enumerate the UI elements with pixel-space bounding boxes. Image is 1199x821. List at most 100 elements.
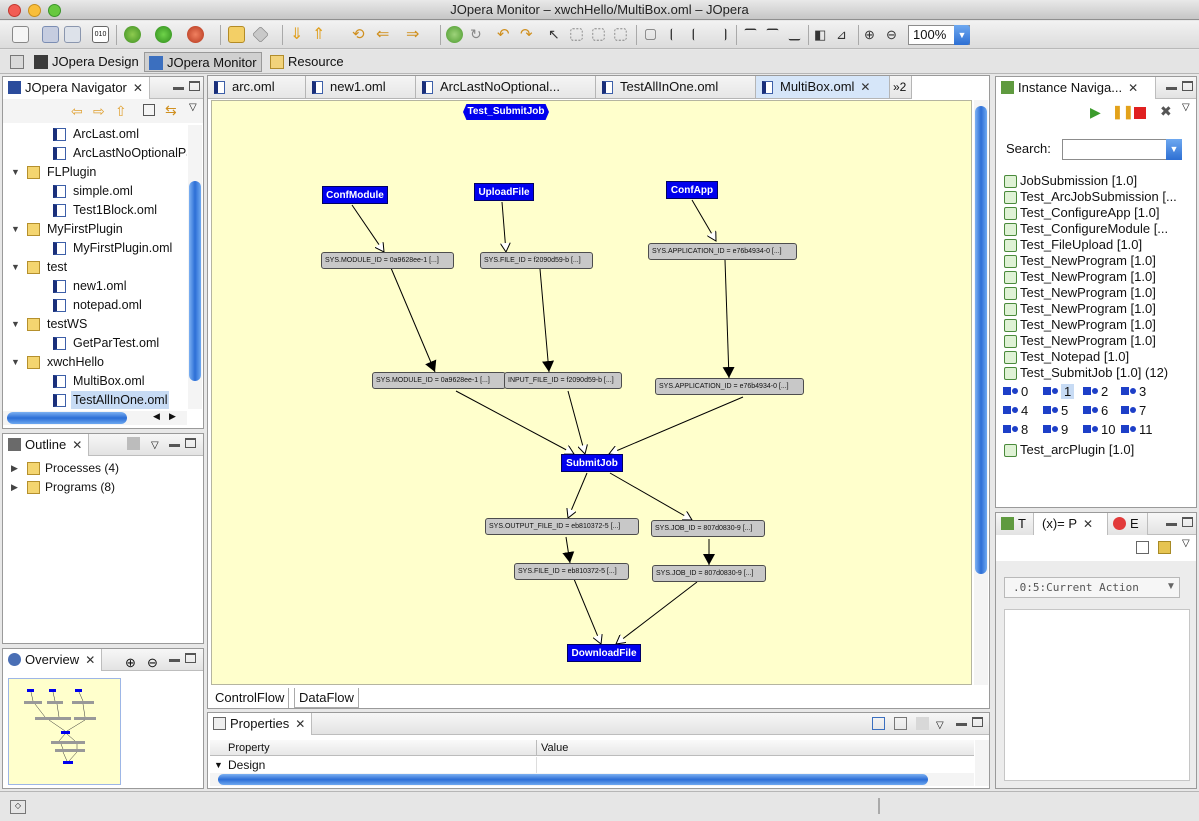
restore-default-icon[interactable] bbox=[916, 717, 929, 730]
view-menu-icon[interactable]: ▽ bbox=[936, 720, 944, 731]
perspective-resource[interactable]: Resource bbox=[266, 52, 348, 72]
view-menu-icon[interactable]: ▽ bbox=[1182, 538, 1190, 549]
column-property[interactable]: Property bbox=[228, 742, 270, 754]
instance-number-item[interactable]: 9 bbox=[1042, 421, 1068, 438]
data-node-module-id-input[interactable]: SYS.MODULE_ID = 0a9628ee-1 [...] bbox=[372, 372, 506, 389]
instance-number-item[interactable]: 11 bbox=[1120, 421, 1153, 438]
instance-item[interactable]: Test_NewProgram [1.0] bbox=[1002, 301, 1156, 317]
chevron-down-icon[interactable]: ▼ bbox=[11, 224, 20, 234]
data-node-application-id[interactable]: SYS.APPLICATION_ID = e76b4934-0 [...] bbox=[648, 243, 797, 260]
data-node-job-id[interactable]: SYS.JOB_ID = 807d0830-9 [...] bbox=[651, 520, 765, 537]
binary-icon[interactable]: 010 bbox=[92, 26, 109, 43]
close-icon[interactable]: ✕ bbox=[1128, 81, 1139, 95]
link-editor-icon[interactable]: ⇆ bbox=[165, 102, 177, 118]
tree-file-item[interactable]: GetParTest.oml bbox=[3, 334, 187, 353]
instance-item[interactable]: Test_arcPlugin [1.0] bbox=[1002, 442, 1134, 458]
minimize-icon[interactable] bbox=[1166, 87, 1177, 90]
chevron-down-icon[interactable]: ▼ bbox=[11, 319, 20, 329]
maximize-icon[interactable] bbox=[1182, 517, 1193, 527]
instance-number-item[interactable]: 10 bbox=[1082, 421, 1115, 438]
instance-number-item[interactable]: 5 bbox=[1042, 402, 1068, 419]
prev-annotation-icon[interactable]: ⇑ bbox=[312, 26, 326, 43]
data-node-module-id[interactable]: SYS.MODULE_ID = 0a9628ee-1 [...] bbox=[321, 252, 454, 269]
instance-number-item[interactable]: 6 bbox=[1082, 402, 1108, 419]
data-node-input-file-id[interactable]: INPUT_FILE_ID = f2090d59-b [...] bbox=[504, 372, 622, 389]
marquee3-icon[interactable] bbox=[614, 28, 627, 41]
data-node-output-file-id[interactable]: SYS.OUTPUT_FILE_ID = eb810372-5 [...] bbox=[485, 518, 639, 535]
data-node-job-id-input[interactable]: SYS.JOB_ID = 807d0830-9 [...] bbox=[652, 565, 766, 582]
view-menu-icon[interactable]: ▽ bbox=[1182, 102, 1190, 113]
outline-item-programs[interactable]: ▶Programs (8) bbox=[11, 480, 116, 494]
instance-number-item[interactable]: 8 bbox=[1002, 421, 1028, 438]
maximize-icon[interactable] bbox=[185, 438, 196, 448]
node-confmodule[interactable]: ConfModule bbox=[322, 186, 388, 204]
minimize-icon[interactable] bbox=[1166, 523, 1177, 526]
forward-icon[interactable]: ⇨ bbox=[93, 103, 105, 119]
node-confapp[interactable]: ConfApp bbox=[666, 181, 718, 199]
open-perspective-button[interactable] bbox=[6, 52, 26, 72]
align-right-icon[interactable] bbox=[715, 28, 727, 41]
redo-icon[interactable]: ↻ bbox=[470, 26, 482, 42]
maximize-icon[interactable] bbox=[185, 653, 196, 663]
resume-icon[interactable]: ▶ bbox=[1090, 104, 1101, 120]
align-center-icon[interactable] bbox=[692, 28, 705, 41]
column-value[interactable]: Value bbox=[536, 740, 568, 756]
run-external-icon[interactable] bbox=[187, 26, 204, 43]
chevron-down-icon[interactable]: ▼ bbox=[1166, 139, 1182, 160]
overview-thumbnail[interactable] bbox=[8, 678, 121, 785]
close-icon[interactable]: ✕ bbox=[132, 81, 143, 95]
tree-project-item[interactable]: ▼MyFirstPlugin bbox=[3, 220, 187, 239]
next-annotation-icon[interactable]: ⇓ bbox=[290, 26, 304, 43]
instance-item[interactable]: Test_ArcJobSubmission [... bbox=[1002, 189, 1177, 205]
minimize-icon[interactable] bbox=[173, 87, 184, 90]
grid-icon[interactable] bbox=[645, 29, 656, 40]
close-icon[interactable]: ✕ bbox=[860, 80, 871, 94]
debug-icon[interactable] bbox=[124, 26, 141, 43]
zoom-window-button[interactable] bbox=[48, 4, 61, 17]
save-icon[interactable] bbox=[42, 26, 59, 43]
flip-vertical-icon[interactable]: ⊿ bbox=[836, 27, 847, 42]
marquee-icon[interactable] bbox=[570, 28, 583, 41]
tab-arc-oml[interactable]: arc.oml bbox=[208, 76, 306, 99]
tree-file-item[interactable]: notepad.oml bbox=[3, 296, 187, 315]
tree-project-item[interactable]: ▼test bbox=[3, 258, 187, 277]
lock-icon[interactable] bbox=[1158, 541, 1171, 554]
terminate-icon[interactable] bbox=[1134, 107, 1146, 119]
instance-item[interactable]: Test_Notepad [1.0] bbox=[1002, 349, 1129, 365]
fast-view-icon[interactable]: ◇ bbox=[10, 800, 26, 814]
up-icon[interactable]: ⇧ bbox=[115, 103, 127, 119]
minimize-icon[interactable] bbox=[169, 659, 180, 662]
instance-item[interactable]: Test_NewProgram [1.0] bbox=[1002, 333, 1156, 349]
data-node-file-id-out[interactable]: SYS.FILE_ID = eb810372-5 [...] bbox=[514, 563, 629, 580]
forward-icon[interactable]: ⇒ bbox=[406, 26, 420, 43]
minimize-window-button[interactable] bbox=[28, 4, 41, 17]
chevron-down-icon[interactable]: ▼ bbox=[11, 167, 20, 177]
back-icon[interactable]: ⇦ bbox=[71, 103, 83, 119]
tab-navigator[interactable]: JOpera Navigator✕ bbox=[3, 77, 150, 99]
table-row[interactable]: ▼ Design bbox=[210, 757, 974, 773]
zoom-in-icon[interactable]: ⊕ bbox=[864, 27, 875, 42]
tree-file-item[interactable]: MultiBox.oml bbox=[3, 372, 187, 391]
perspective-jopera-monitor[interactable]: JOpera Monitor bbox=[144, 52, 262, 72]
remove-icon[interactable]: ✖ bbox=[1160, 103, 1172, 119]
tab-controlflow[interactable]: ControlFlow bbox=[211, 688, 290, 708]
close-icon[interactable]: ✕ bbox=[72, 438, 83, 452]
instance-item[interactable]: JobSubmission [1.0] bbox=[1002, 173, 1137, 189]
tab-multibox-oml[interactable]: MultiBox.oml✕ bbox=[756, 76, 890, 99]
chevron-down-icon[interactable]: ▼ bbox=[11, 357, 20, 367]
run-icon[interactable] bbox=[155, 26, 172, 43]
process-label[interactable]: Test_SubmitJob bbox=[463, 104, 549, 120]
tab-t[interactable]: T bbox=[996, 513, 1034, 535]
instance-item[interactable]: Test_SubmitJob [1.0] (12) bbox=[1002, 365, 1168, 381]
print-icon[interactable] bbox=[64, 26, 81, 43]
chevron-down-icon[interactable]: ▼ bbox=[11, 262, 20, 272]
copy-icon[interactable] bbox=[1136, 541, 1149, 554]
marquee2-icon[interactable] bbox=[592, 28, 605, 41]
tab-overview[interactable]: Overview✕ bbox=[3, 649, 103, 671]
tree-file-item[interactable]: new1.oml bbox=[3, 277, 187, 296]
align-bottom-icon[interactable] bbox=[788, 29, 801, 41]
align-middle-icon[interactable] bbox=[766, 28, 779, 41]
tab-testallinone-oml[interactable]: TestAllInOne.oml bbox=[596, 76, 756, 99]
advanced-icon[interactable] bbox=[894, 717, 907, 730]
collapse-all-icon[interactable] bbox=[143, 104, 155, 116]
